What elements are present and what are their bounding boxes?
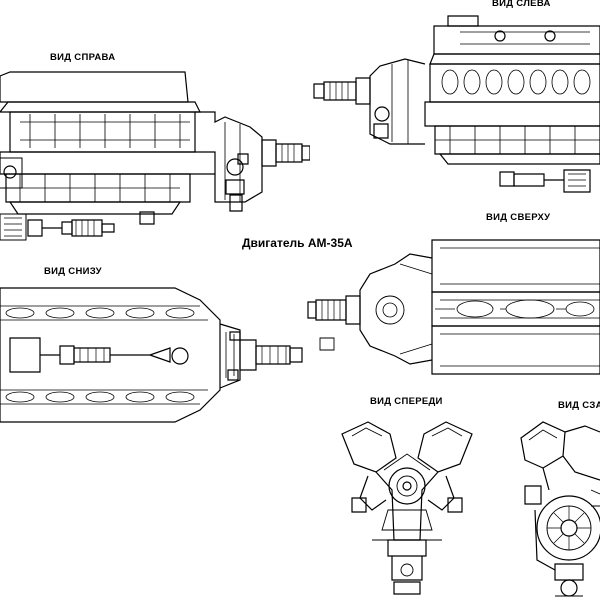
view-rear-label: ВИД СЗАДИ <box>558 400 600 411</box>
engine-right-view-drawing <box>0 62 310 252</box>
view-bottom-label: ВИД СНИЗУ <box>44 266 102 277</box>
drawing-title: Двигатель АМ-35А <box>242 236 353 250</box>
view-front-label: ВИД СПЕРЕДИ <box>370 396 443 407</box>
engine-top-view-drawing <box>300 234 600 384</box>
engine-left-view-drawing <box>300 14 600 204</box>
view-left-label: ВИД СЛЕВА <box>492 0 551 9</box>
view-right-label: ВИД СПРАВА <box>50 52 116 63</box>
engine-rear-view-drawing <box>515 410 600 600</box>
engine-front-view-drawing <box>332 410 482 600</box>
view-top-label: ВИД СВЕРХУ <box>486 212 551 223</box>
engine-bottom-view-drawing <box>0 280 320 430</box>
